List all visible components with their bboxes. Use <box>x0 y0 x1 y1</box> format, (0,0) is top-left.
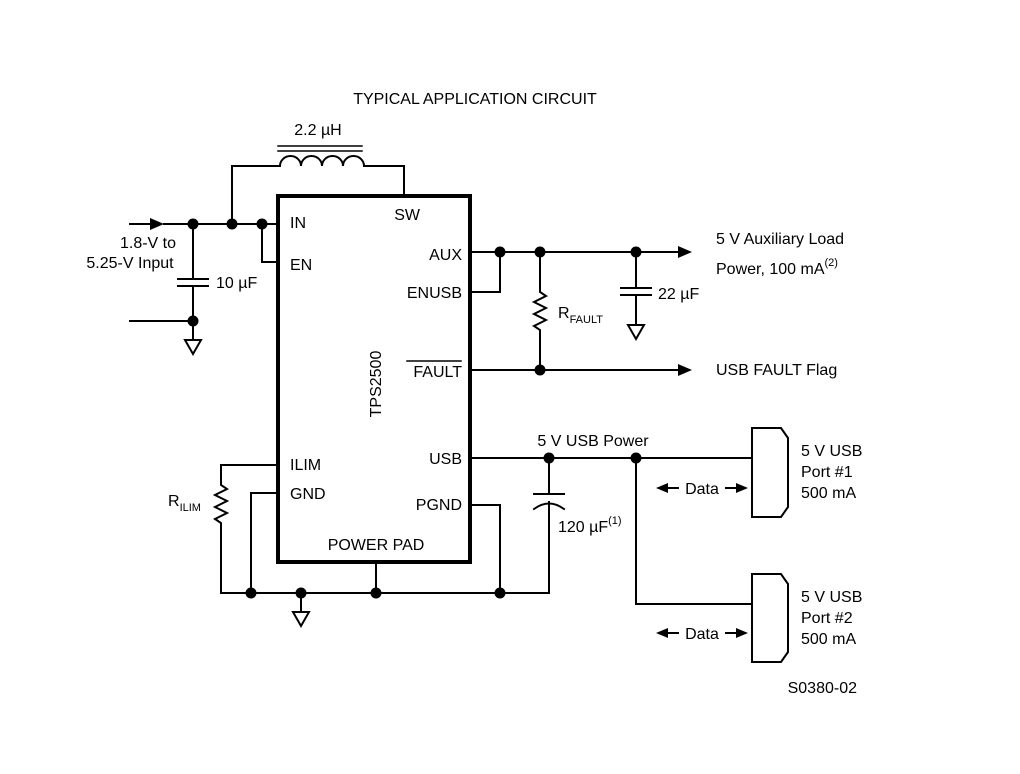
pin-pgnd-label: PGND <box>416 497 462 514</box>
junction-dot <box>245 587 257 599</box>
pgnd-wire <box>469 504 501 594</box>
fault-arrow-icon <box>678 364 692 376</box>
ic-name: TPS2500 <box>368 351 385 418</box>
rilim-label: RILIM <box>168 493 201 514</box>
port-1-data-label: Data <box>685 481 719 498</box>
input-label-line2: 5.25-V Input <box>86 255 174 272</box>
usb-cap-value: 120 µF(1) <box>558 515 622 536</box>
junction-dot <box>543 452 555 464</box>
aux-output-note: (2) <box>825 257 838 269</box>
junction-dot <box>534 364 546 376</box>
ic-body <box>276 194 472 564</box>
junction-dot <box>226 218 238 230</box>
input-ground-icon <box>183 339 203 357</box>
aux-ground-icon <box>626 324 646 342</box>
port-2-line3: 500 mA <box>801 631 856 648</box>
aux-output-line2: Power, 100 mA(2) <box>716 257 838 278</box>
junction-dot <box>534 246 546 258</box>
pin-aux-label: AUX <box>429 247 462 264</box>
rfault-label: RFAULT <box>558 305 603 326</box>
rfault-main: R <box>558 305 570 322</box>
rfault-resistor <box>531 251 549 371</box>
port-1-line1: 5 V USB <box>801 443 862 460</box>
port-1-line3: 500 mA <box>801 485 856 502</box>
rilim-main: R <box>168 493 180 510</box>
power-pad-label: POWER PAD <box>328 537 425 554</box>
figure-id: S0380-02 <box>788 680 857 697</box>
input-cap-value: 10 µF <box>216 275 257 292</box>
pin-in-label: IN <box>290 215 306 232</box>
pin-enusb-label: ENUSB <box>407 285 462 302</box>
pin-gnd-label: GND <box>290 486 326 503</box>
junction-dot <box>187 315 199 327</box>
aux-capacitor <box>620 251 652 326</box>
junction-dot <box>295 587 307 599</box>
pin-fault-label: FAULT <box>413 364 462 381</box>
pin-usb-label: USB <box>429 451 462 468</box>
port-2-data-label: Data <box>685 626 719 643</box>
rilim-resistor <box>212 464 279 594</box>
junction-dot <box>630 452 642 464</box>
input-arrow <box>129 218 164 230</box>
junction-dot <box>187 218 199 230</box>
usb-capacitor <box>532 457 566 594</box>
pin-ilim-label: ILIM <box>290 457 321 474</box>
junction-dot <box>494 246 506 258</box>
port-2-line2: Port #2 <box>801 610 853 627</box>
rfault-sub: FAULT <box>570 314 604 326</box>
aux-arrow-icon <box>678 246 692 258</box>
pin-sw-label: SW <box>394 207 421 224</box>
diagram-title: TYPICAL APPLICATION CIRCUIT <box>353 91 597 108</box>
fault-flag-label: USB FAULT Flag <box>716 362 837 379</box>
port-2-line1: 5 V USB <box>801 589 862 606</box>
port-1-line2: Port #1 <box>801 464 853 481</box>
port-2-data-arrow <box>656 628 748 638</box>
usb-cap-text: 120 µF <box>558 519 608 536</box>
pin-en-label: EN <box>290 257 312 274</box>
port2-wire <box>635 457 753 605</box>
junction-dot <box>370 587 382 599</box>
port-1-data-arrow <box>656 483 748 493</box>
gnd-wire <box>250 492 279 594</box>
inductor-value: 2.2 µH <box>294 122 341 139</box>
bus-ground-icon <box>291 611 311 629</box>
junction-dot <box>256 218 268 230</box>
rilim-sub: ILIM <box>180 502 201 514</box>
inductor <box>231 145 405 221</box>
enusb-wire <box>469 251 501 293</box>
aux-output-text: Power, 100 mA <box>716 261 825 278</box>
aux-cap-value: 22 µF <box>658 286 699 303</box>
junction-dot <box>630 246 642 258</box>
usb-power-label: 5 V USB Power <box>537 433 649 450</box>
usb-port-2-connector <box>751 573 789 663</box>
usb-cap-note: (1) <box>608 515 621 527</box>
aux-output-line1: 5 V Auxiliary Load <box>716 231 844 248</box>
usb-port-1-connector <box>751 427 789 518</box>
junction-dot <box>494 587 506 599</box>
input-capacitor <box>177 223 209 341</box>
input-label-line1: 1.8-V to <box>120 235 176 252</box>
en-wire <box>261 223 279 263</box>
